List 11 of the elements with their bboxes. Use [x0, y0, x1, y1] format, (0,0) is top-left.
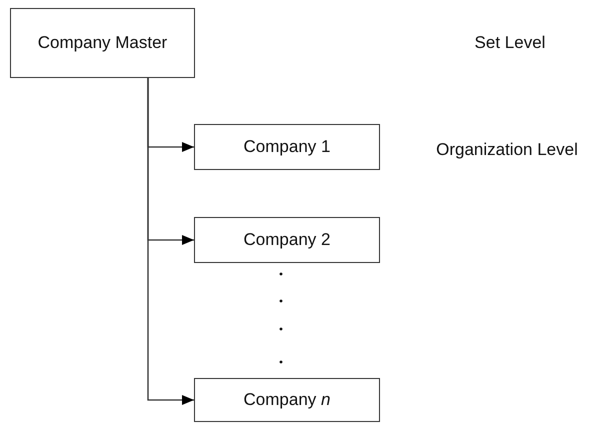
- company-box: [194, 378, 380, 422]
- company-box: [194, 124, 380, 170]
- level-label: Set Level: [474, 32, 546, 54]
- arrow: [147, 78, 194, 405]
- company-box: [194, 217, 380, 263]
- company-box: [10, 8, 195, 78]
- box-text: Company n: [244, 389, 330, 411]
- box-text: Company 2: [244, 229, 330, 251]
- box-text: Company Master: [38, 32, 168, 54]
- level-label: Organization Level: [435, 139, 579, 161]
- box-text: Company 1: [244, 136, 330, 158]
